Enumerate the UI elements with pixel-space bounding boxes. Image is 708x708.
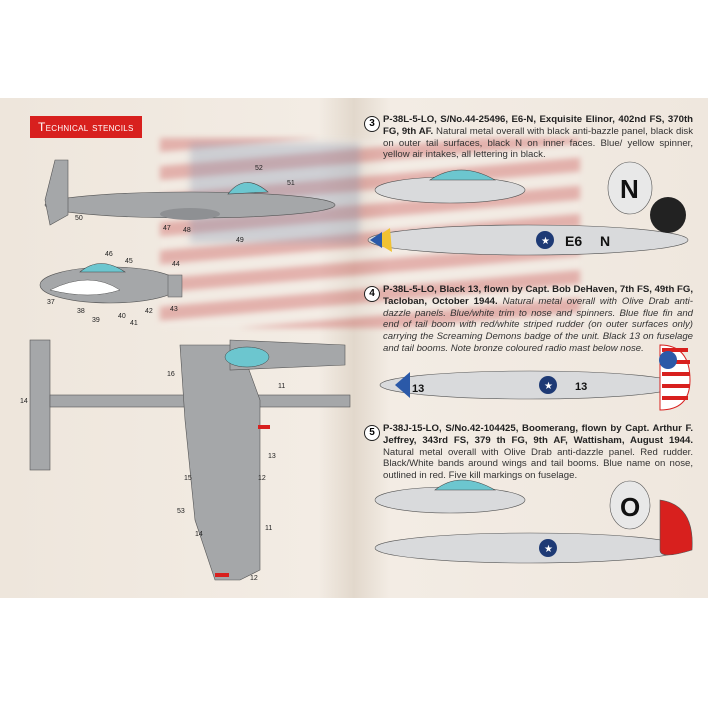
callout: 52 xyxy=(255,165,263,172)
scheme-number-4: 4 xyxy=(364,286,380,302)
nose-section-grey xyxy=(39,263,183,304)
aircraft-scheme-3: N ★ E6 N xyxy=(367,161,689,256)
marking-n: N xyxy=(620,174,639,204)
callout: 12 xyxy=(250,575,258,582)
scheme-4-title: P-38L-5-LO, Black 13, flown by Capt. Bob… xyxy=(383,284,693,307)
marking-o: O xyxy=(620,492,640,522)
scheme-3-text: Natural metal overall with black anti-ba… xyxy=(383,125,694,161)
scheme-5-text: Natural metal overall with Olive Drab an… xyxy=(383,446,693,482)
callout: 13 xyxy=(268,453,276,460)
svg-text:★: ★ xyxy=(544,381,553,392)
callout: 50 xyxy=(75,215,83,222)
callout: 53 xyxy=(177,508,185,515)
callout: 46 xyxy=(105,251,113,258)
scheme-4-text: Natural metal overall with Olive Drab an… xyxy=(383,295,693,354)
scheme-number-3: 3 xyxy=(364,116,380,132)
svg-text:★: ★ xyxy=(544,544,553,555)
scheme-3-description: P-38L-5-LO, S/No.44-25496, E6-N, Exquisi… xyxy=(383,114,693,161)
callout: 42 xyxy=(145,308,153,315)
callout: 14 xyxy=(195,531,203,538)
scheme-3-title: P-38L-5-LO, S/No.44-25496, E6-N, Exquisi… xyxy=(383,114,693,137)
callout: 12 xyxy=(258,475,266,482)
scheme-4-description: P-38L-5-LO, Black 13, flown by Capt. Bob… xyxy=(383,284,693,355)
callout: 47 xyxy=(163,225,171,232)
marking-e6: E6 xyxy=(565,233,582,249)
svg-text:★: ★ xyxy=(541,236,550,247)
callout: 40 xyxy=(118,313,126,320)
callout: 43 xyxy=(170,306,178,313)
callout: 51 xyxy=(287,180,295,187)
callout: 11 xyxy=(278,383,285,390)
aircraft-scheme-4: ★ 13 13 xyxy=(379,344,691,411)
callout: 49 xyxy=(236,237,244,244)
callout: 16 xyxy=(167,371,175,378)
marking-n-boom: N xyxy=(600,233,610,249)
scheme-5-title: P-38J-15-LO, S/No.42-104425, Boomerang, … xyxy=(383,423,693,446)
marking-13-boom: 13 xyxy=(575,381,587,393)
side-view-grey xyxy=(44,159,336,226)
marking-13-nose: 13 xyxy=(412,383,424,395)
callout: 14 xyxy=(20,398,28,405)
scheme-number-5: 5 xyxy=(364,425,380,441)
callout: 41 xyxy=(130,320,138,327)
aircraft-scheme-5: ★ O xyxy=(374,479,693,564)
scheme-5-description: P-38J-15-LO, S/No.42-104425, Boomerang, … xyxy=(383,423,693,482)
section-title: Technical stencils xyxy=(30,116,142,138)
top-view-grey xyxy=(29,339,351,581)
callout: 44 xyxy=(172,261,180,268)
callout: 15 xyxy=(184,475,192,482)
callout: 37 xyxy=(47,299,55,306)
callout: 48 xyxy=(183,227,191,234)
callout: 38 xyxy=(77,308,85,315)
callout: 11 xyxy=(265,525,272,532)
callout: 39 xyxy=(92,317,100,324)
callout: 45 xyxy=(125,258,133,265)
stencil-callouts: 52 51 50 47 48 49 46 45 44 37 38 39 40 4… xyxy=(20,165,295,582)
